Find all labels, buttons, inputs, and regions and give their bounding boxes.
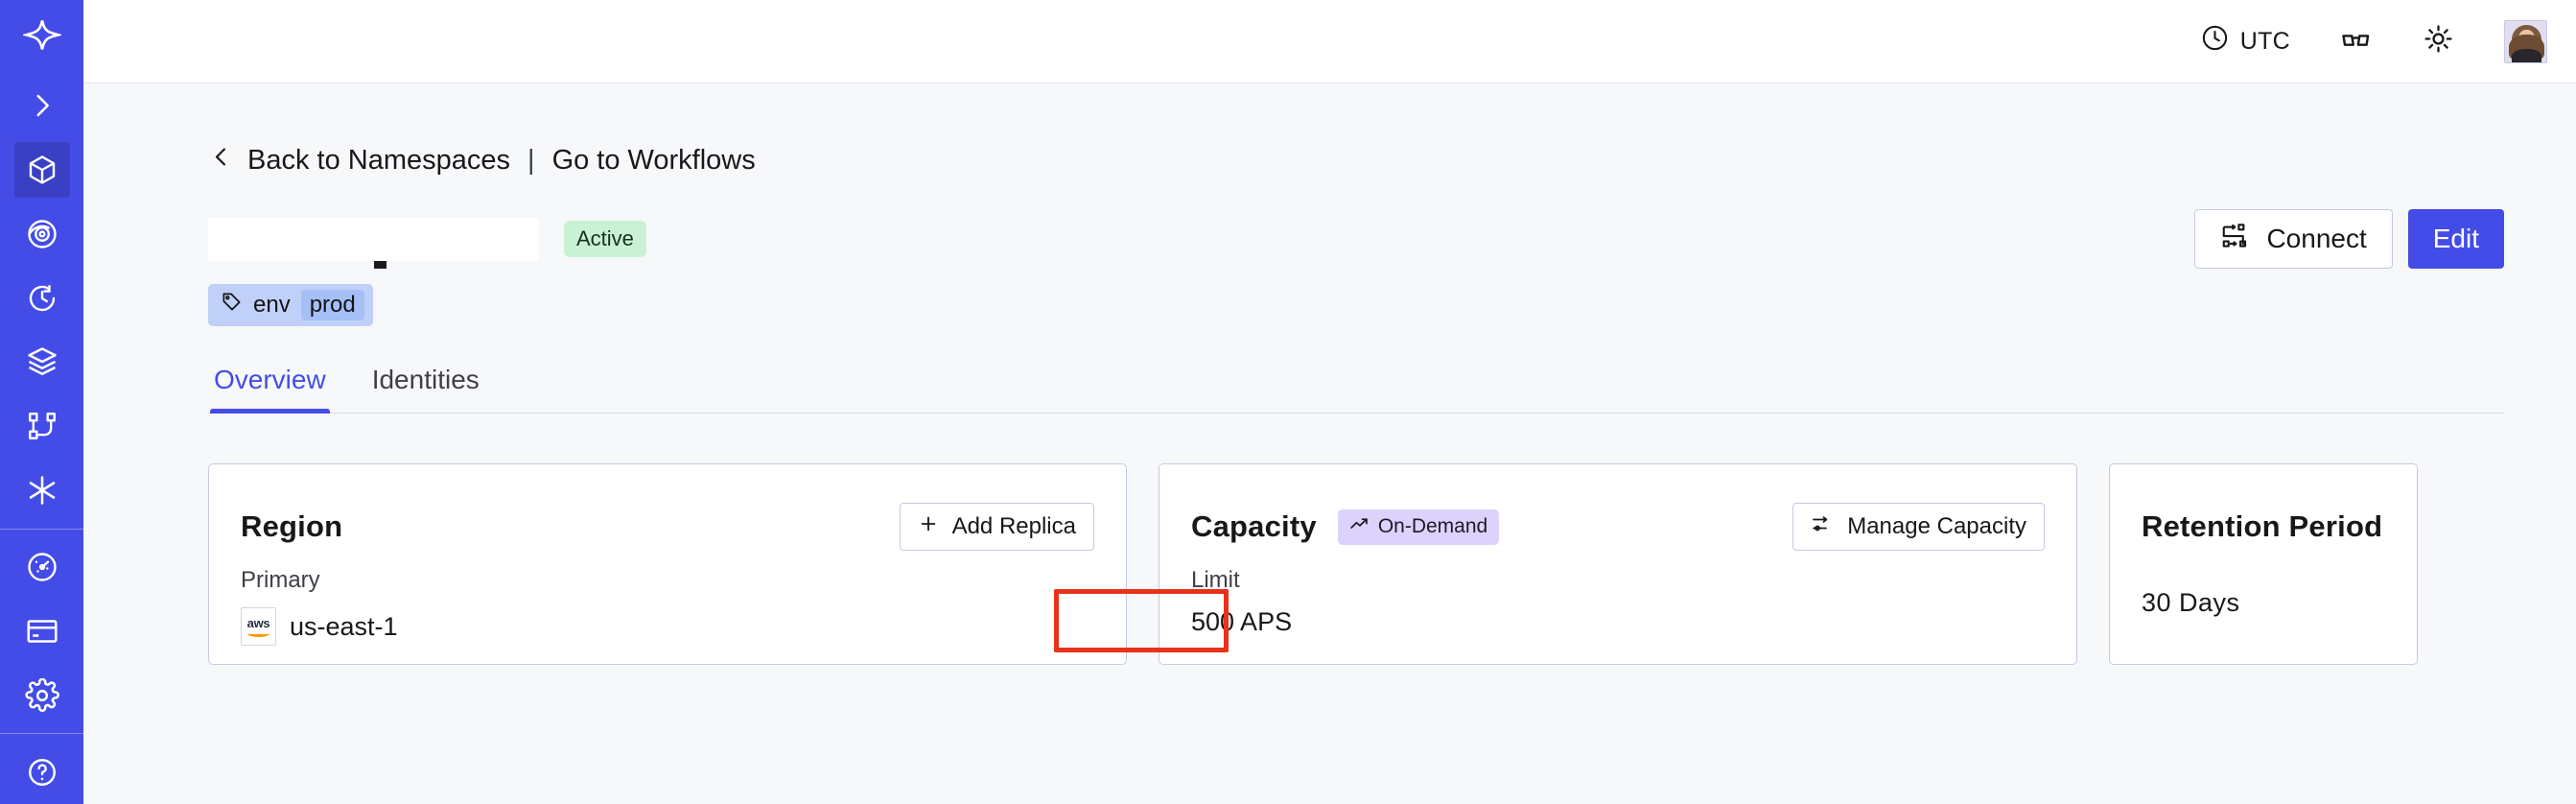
capacity-card: Capacity On-Demand	[1159, 463, 2077, 665]
content-area: Back to Namespaces | Go to Workflows Act…	[83, 83, 2576, 804]
region-value: us-east-1	[290, 611, 398, 641]
trending-up-icon	[1349, 514, 1370, 540]
sidebar-divider-bottom	[0, 733, 83, 735]
sidebar-item-namespaces[interactable]	[0, 138, 83, 202]
retention-card: Retention Period 30 Days	[2109, 463, 2418, 665]
header-actions: Connect Edit	[2194, 209, 2504, 269]
manage-capacity-label: Manage Capacity	[1847, 513, 2026, 539]
region-card: Region Add Replica Primary aws	[208, 463, 1127, 665]
overview-cards: Region Add Replica Primary aws	[208, 463, 2504, 665]
glasses-icon	[2340, 23, 2373, 60]
capacity-mode-label: On-Demand	[1377, 515, 1488, 537]
asterisk-icon	[14, 462, 70, 518]
sidebar-item-stack[interactable]	[0, 330, 83, 394]
tag-icon	[221, 291, 243, 319]
add-replica-button[interactable]: Add Replica	[899, 503, 1094, 551]
sidebar-logo[interactable]	[0, 0, 83, 74]
sun-icon	[2423, 23, 2454, 59]
layers-icon	[14, 334, 70, 390]
retention-value: 30 Days	[2142, 588, 2240, 617]
namespace-tag[interactable]: env prod	[208, 284, 373, 326]
tag-value: prod	[300, 290, 364, 320]
page-title	[208, 217, 539, 269]
capacity-mode-badge: On-Demand	[1337, 508, 1500, 545]
tab-identities[interactable]: Identities	[371, 365, 480, 394]
sliders-icon	[1811, 512, 1834, 542]
gear-icon	[14, 668, 70, 723]
breadcrumb-back-link[interactable]: Back to Namespaces	[247, 145, 511, 176]
region-primary-label: Primary	[241, 567, 320, 593]
sidebar-item-schedules[interactable]	[0, 266, 83, 330]
clock-icon	[2200, 23, 2230, 59]
timezone-selector[interactable]: UTC	[2200, 23, 2290, 59]
top-bar: UTC	[83, 0, 2576, 83]
namespace-header-row: Active	[208, 209, 2504, 269]
plus-icon	[918, 513, 939, 541]
aws-logo-icon: aws	[241, 607, 276, 646]
history-clock-icon	[14, 271, 70, 326]
sidebar-item-integrations[interactable]	[0, 459, 83, 523]
region-value-row: aws us-east-1	[241, 607, 1094, 646]
connect-button[interactable]: Connect	[2194, 209, 2393, 269]
breadcrumb-workflows-link[interactable]: Go to Workflows	[551, 145, 756, 176]
gauge-icon	[14, 539, 70, 595]
connect-button-label: Connect	[2266, 224, 2367, 253]
sidebar-item-billing[interactable]	[0, 599, 83, 663]
temporal-star-logo-icon	[14, 9, 70, 64]
capacity-limit-label: Limit	[1191, 567, 1240, 593]
sidebar-item-settings[interactable]	[0, 663, 83, 727]
tab-overview[interactable]: Overview	[210, 365, 330, 414]
sidebar-item-expand-sidebar[interactable]	[0, 74, 83, 138]
add-replica-label: Add Replica	[951, 513, 1076, 539]
capacity-card-title: Capacity	[1191, 509, 1317, 543]
status-badge: Active	[564, 221, 646, 257]
sidebar-item-help[interactable]	[0, 740, 83, 804]
sidebar	[0, 0, 83, 804]
sidebar-item-observability[interactable]	[0, 201, 83, 266]
eye-spiral-icon	[14, 206, 70, 262]
theme-toggle-button[interactable]	[2423, 23, 2454, 59]
breadcrumb: Back to Namespaces | Go to Workflows	[208, 83, 2504, 177]
timezone-label: UTC	[2239, 27, 2290, 55]
edit-button[interactable]: Edit	[2407, 209, 2504, 269]
tag-key: env	[253, 292, 291, 318]
tab-bar: Overview Identities	[208, 365, 2504, 414]
sidebar-item-workflows[interactable]	[0, 394, 83, 459]
breadcrumb-separator: |	[527, 145, 535, 176]
aws-logo-text: aws	[246, 615, 270, 630]
chevron-left-icon[interactable]	[208, 144, 234, 177]
credit-card-icon	[14, 603, 70, 659]
main-area: UTC	[83, 0, 2576, 804]
chevron-right-icon	[14, 78, 70, 133]
help-circle-icon	[14, 745, 70, 800]
tag-row: env prod	[208, 284, 2504, 326]
avatar[interactable]	[2504, 19, 2547, 63]
manage-capacity-button[interactable]: Manage Capacity	[1792, 503, 2045, 551]
workflow-nodes-icon	[14, 398, 70, 454]
sidebar-divider-top	[0, 528, 83, 530]
cube-icon	[13, 141, 70, 198]
retention-card-title: Retention Period	[2142, 509, 2383, 543]
reading-mode-button[interactable]	[2340, 23, 2373, 60]
sidebar-item-usage[interactable]	[0, 535, 83, 600]
connection-flow-icon	[2220, 222, 2249, 257]
capacity-limit-value: 500 APS	[1191, 607, 1293, 636]
region-card-title: Region	[241, 509, 343, 543]
